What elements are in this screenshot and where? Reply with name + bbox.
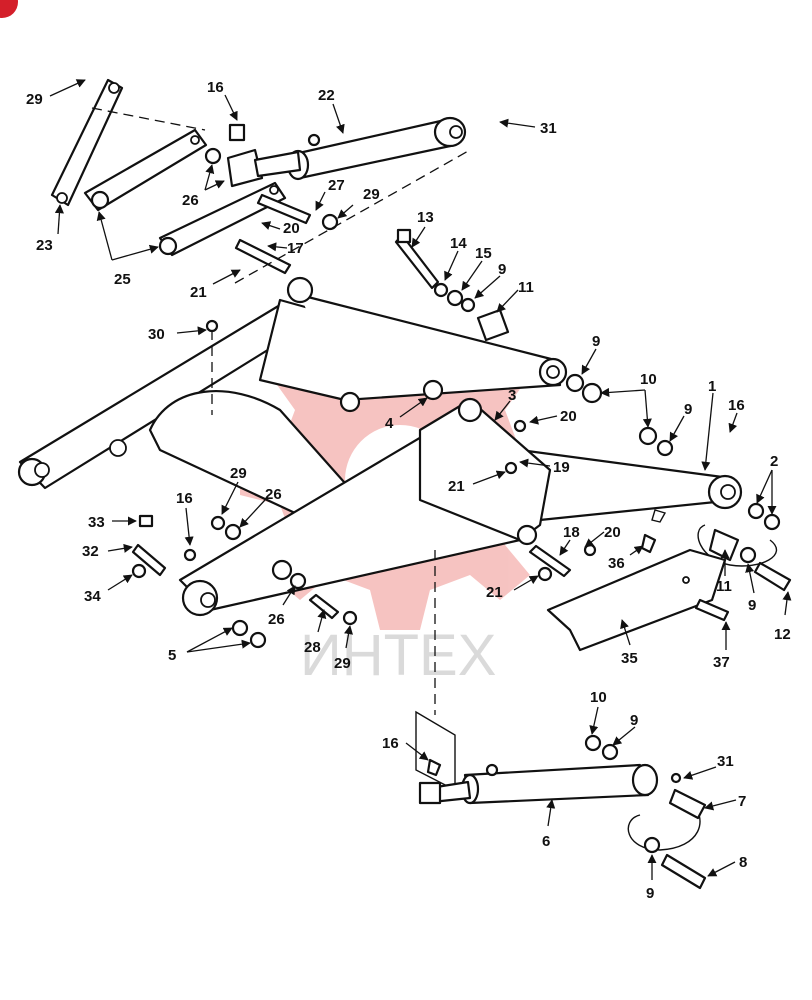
callout-4: 4 — [385, 415, 394, 432]
callout-26-b: 26 — [265, 486, 282, 503]
callout-5: 5 — [168, 647, 176, 664]
arm-bracket-hardware — [504, 419, 792, 652]
callout-20-b: 20 — [560, 408, 577, 425]
callout-19: 19 — [553, 459, 570, 476]
pivot-hardware-lower — [131, 319, 358, 649]
callout-3: 3 — [508, 387, 516, 404]
callout-9-d: 9 — [748, 597, 756, 614]
pivot-hardware-upper — [394, 228, 674, 457]
callout-31-a: 31 — [540, 120, 557, 137]
callout-33: 33 — [88, 514, 105, 531]
callout-10-b: 10 — [590, 689, 607, 706]
callout-21-a: 21 — [190, 284, 207, 301]
callout-9-b: 9 — [592, 333, 600, 350]
callout-15: 15 — [475, 245, 492, 262]
callout-18: 18 — [563, 524, 580, 541]
callout-1: 1 — [708, 378, 716, 395]
callout-37: 37 — [713, 654, 730, 671]
callout-12: 12 — [774, 626, 791, 643]
lower-cylinder — [418, 734, 707, 890]
callout-28: 28 — [304, 639, 321, 656]
callout-36: 36 — [608, 555, 625, 572]
callout-26-a: 26 — [182, 192, 199, 209]
callout-11-a: 11 — [518, 279, 534, 296]
callout-8: 8 — [739, 854, 747, 871]
callout-2: 2 — [770, 453, 778, 470]
callout-30: 30 — [148, 326, 165, 343]
callout-29-b: 29 — [363, 186, 380, 203]
callout-23: 23 — [36, 237, 53, 254]
top-cylinder-assembly — [50, 78, 467, 275]
callout-25: 25 — [114, 271, 131, 288]
callout-16-a: 16 — [207, 79, 224, 96]
corner-badge — [0, 0, 18, 18]
callout-20-c: 20 — [604, 524, 621, 541]
callout-34: 34 — [84, 588, 101, 605]
callout-32: 32 — [82, 543, 99, 560]
callout-21-c: 21 — [486, 584, 503, 601]
lift-arm-frame — [17, 276, 743, 617]
callout-9-e: 9 — [630, 712, 638, 729]
callout-13: 13 — [417, 209, 434, 226]
callout-17: 17 — [287, 240, 304, 257]
callout-29-a: 29 — [26, 91, 43, 108]
callout-10-a: 10 — [640, 371, 657, 388]
callout-26-c: 26 — [268, 611, 285, 628]
callout-22: 22 — [318, 87, 335, 104]
callout-20-a: 20 — [283, 220, 300, 237]
callout-9-f: 9 — [646, 885, 654, 902]
callout-35: 35 — [621, 650, 638, 667]
callout-16-c: 16 — [176, 490, 193, 507]
callout-labels: 29 16 22 31 23 26 27 29 20 25 17 21 13 1… — [26, 79, 792, 902]
callout-27: 27 — [328, 177, 345, 194]
callout-14: 14 — [450, 235, 467, 252]
callout-31-b: 31 — [717, 753, 734, 770]
callout-6: 6 — [542, 833, 550, 850]
callout-29-d: 29 — [334, 655, 351, 672]
callout-9-a: 9 — [498, 261, 506, 278]
watermark-text: ИНТЕХ — [300, 623, 496, 688]
callout-16-d: 16 — [382, 735, 399, 752]
callout-9-c: 9 — [684, 401, 692, 418]
callout-11-b: 11 — [716, 578, 732, 595]
callout-7: 7 — [738, 793, 746, 810]
callout-16-b: 16 — [728, 397, 745, 414]
callout-29-c: 29 — [230, 465, 247, 482]
callout-21-b: 21 — [448, 478, 465, 495]
